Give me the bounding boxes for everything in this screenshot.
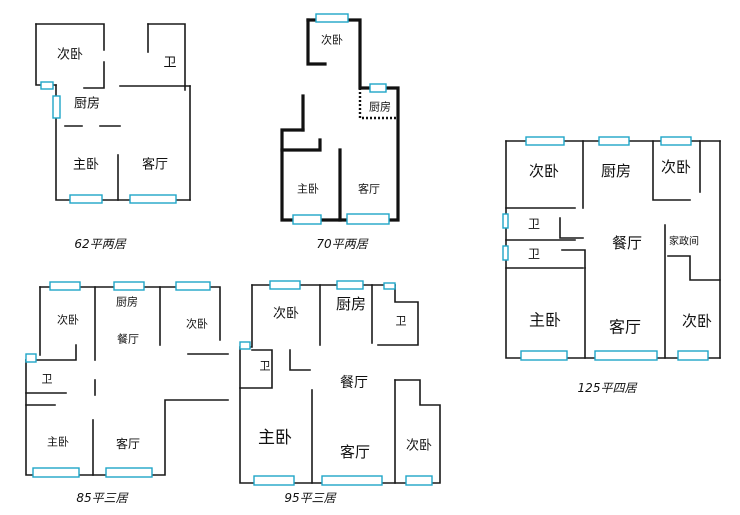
window: [369, 83, 387, 93]
window: [52, 95, 61, 119]
window: [383, 282, 396, 290]
window: [269, 280, 301, 290]
window: [129, 194, 177, 204]
window: [49, 281, 81, 291]
plan-85: 次卧 厨房 餐厅 次卧 卫 主卧 客厅 85平三居: [25, 281, 229, 505]
room-label: 客厅: [609, 318, 641, 337]
room-label: 厨房: [369, 101, 391, 114]
room-label: 主卧: [529, 311, 561, 330]
room-label: 卫: [163, 56, 176, 71]
room-label: 主卧: [258, 428, 292, 448]
room-label: 卫: [260, 360, 271, 373]
room-label: 主卧: [297, 183, 319, 196]
windows: [25, 281, 211, 478]
walls: [35, 23, 191, 201]
room-label: 客厅: [340, 443, 370, 461]
plan-125: 次卧 厨房 次卧 卫 卫 餐厅 家政间 主卧 客厅 次卧 125平四居: [502, 136, 721, 395]
room-label: 次卧: [661, 158, 691, 176]
room-label: 主卧: [47, 436, 69, 449]
room-label: 次卧: [57, 47, 83, 63]
plan-62: 次卧 卫 厨房 主卧 客厅 62平两居: [35, 23, 191, 251]
window: [598, 136, 630, 146]
room-label: 客厅: [116, 436, 140, 451]
room-label: 厨房: [116, 296, 138, 309]
windows: [40, 81, 177, 204]
window: [502, 245, 509, 261]
window: [69, 194, 103, 204]
room-label: 卫: [42, 373, 53, 386]
window: [336, 280, 364, 290]
room-label: 餐厅: [612, 234, 642, 252]
window: [677, 350, 709, 361]
room-label: 卫: [396, 315, 407, 328]
room-label: 次卧: [273, 306, 299, 322]
room-label: 餐厅: [340, 375, 368, 391]
window: [32, 467, 80, 478]
room-label: 客厅: [142, 157, 168, 173]
room-label: 厨房: [601, 162, 631, 180]
window: [25, 353, 37, 363]
room-label: 次卧: [406, 438, 432, 454]
window: [292, 214, 322, 225]
room-label: 卫: [528, 247, 540, 261]
window: [525, 136, 565, 146]
windows: [502, 136, 709, 361]
plan-caption: 95平三居: [284, 491, 336, 505]
window: [105, 467, 153, 478]
window: [405, 475, 433, 486]
room-label: 厨房: [74, 96, 100, 112]
windows: [239, 280, 433, 486]
room-label: 主卧: [73, 158, 99, 173]
window: [346, 213, 390, 225]
room-label: 餐厅: [117, 332, 139, 346]
window: [113, 281, 145, 291]
room-label: 次卧: [186, 317, 208, 331]
plan-caption: 62平两居: [74, 237, 126, 251]
window: [239, 341, 251, 350]
plan-70: 次卧 厨房 主卧 客厅 70平两居: [280, 13, 400, 251]
window: [175, 281, 211, 291]
plan-caption: 70平两居: [316, 237, 368, 251]
window: [315, 13, 349, 23]
room-label: 次卧: [529, 162, 559, 180]
windows: [292, 13, 390, 225]
window: [502, 213, 509, 229]
plan-caption: 125平四居: [578, 381, 638, 395]
room-label: 次卧: [682, 312, 712, 330]
window: [520, 350, 568, 361]
room-label: 客厅: [358, 182, 380, 196]
window: [40, 81, 54, 90]
walls: [25, 286, 229, 476]
plan-caption: 85平三居: [76, 491, 128, 505]
room-label: 家政间: [669, 235, 699, 248]
window: [660, 136, 692, 146]
room-label: 厨房: [336, 295, 366, 313]
room-label: 卫: [528, 217, 540, 231]
plan-95: 次卧 厨房 卫 卫 餐厅 主卧 客厅 次卧 95平三居: [239, 280, 441, 505]
window: [321, 475, 383, 486]
window: [253, 475, 295, 486]
room-label: 次卧: [57, 313, 79, 327]
room-label: 次卧: [321, 33, 343, 47]
window: [594, 350, 658, 361]
